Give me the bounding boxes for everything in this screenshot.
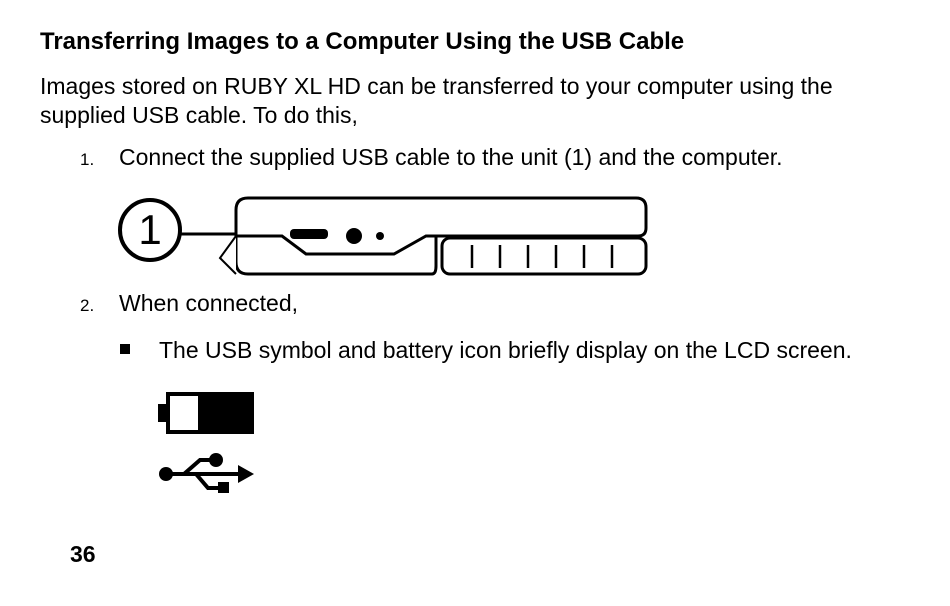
device-lower-body <box>234 236 438 276</box>
bullet-square-icon <box>120 344 130 354</box>
intro-paragraph: Images stored on RUBY XL HD can be trans… <box>40 73 833 128</box>
device-edge <box>218 235 237 275</box>
callout-number: 1 <box>138 206 161 253</box>
device-side-illustration: 1 <box>118 196 648 276</box>
device-upper-body <box>234 196 648 256</box>
usb-icon <box>159 453 254 493</box>
step-2-text: When connected, <box>119 290 299 316</box>
callout-circle <box>118 198 182 262</box>
usb-port <box>290 229 328 239</box>
device-grip <box>440 236 648 276</box>
indicator-dot <box>376 232 384 240</box>
step-2-number: 2. <box>80 296 95 315</box>
battery-low-icon <box>158 392 254 434</box>
round-jack <box>346 228 362 244</box>
bullet-text: The USB symbol and battery icon briefly … <box>159 337 852 363</box>
page-number: 36 <box>70 541 96 567</box>
step-1-text: Connect the supplied USB cable to the un… <box>119 144 783 170</box>
grip-ridges <box>470 245 614 268</box>
page-title: Transferring Images to a Computer Using … <box>40 28 685 55</box>
step-1-number: 1. <box>80 150 95 169</box>
